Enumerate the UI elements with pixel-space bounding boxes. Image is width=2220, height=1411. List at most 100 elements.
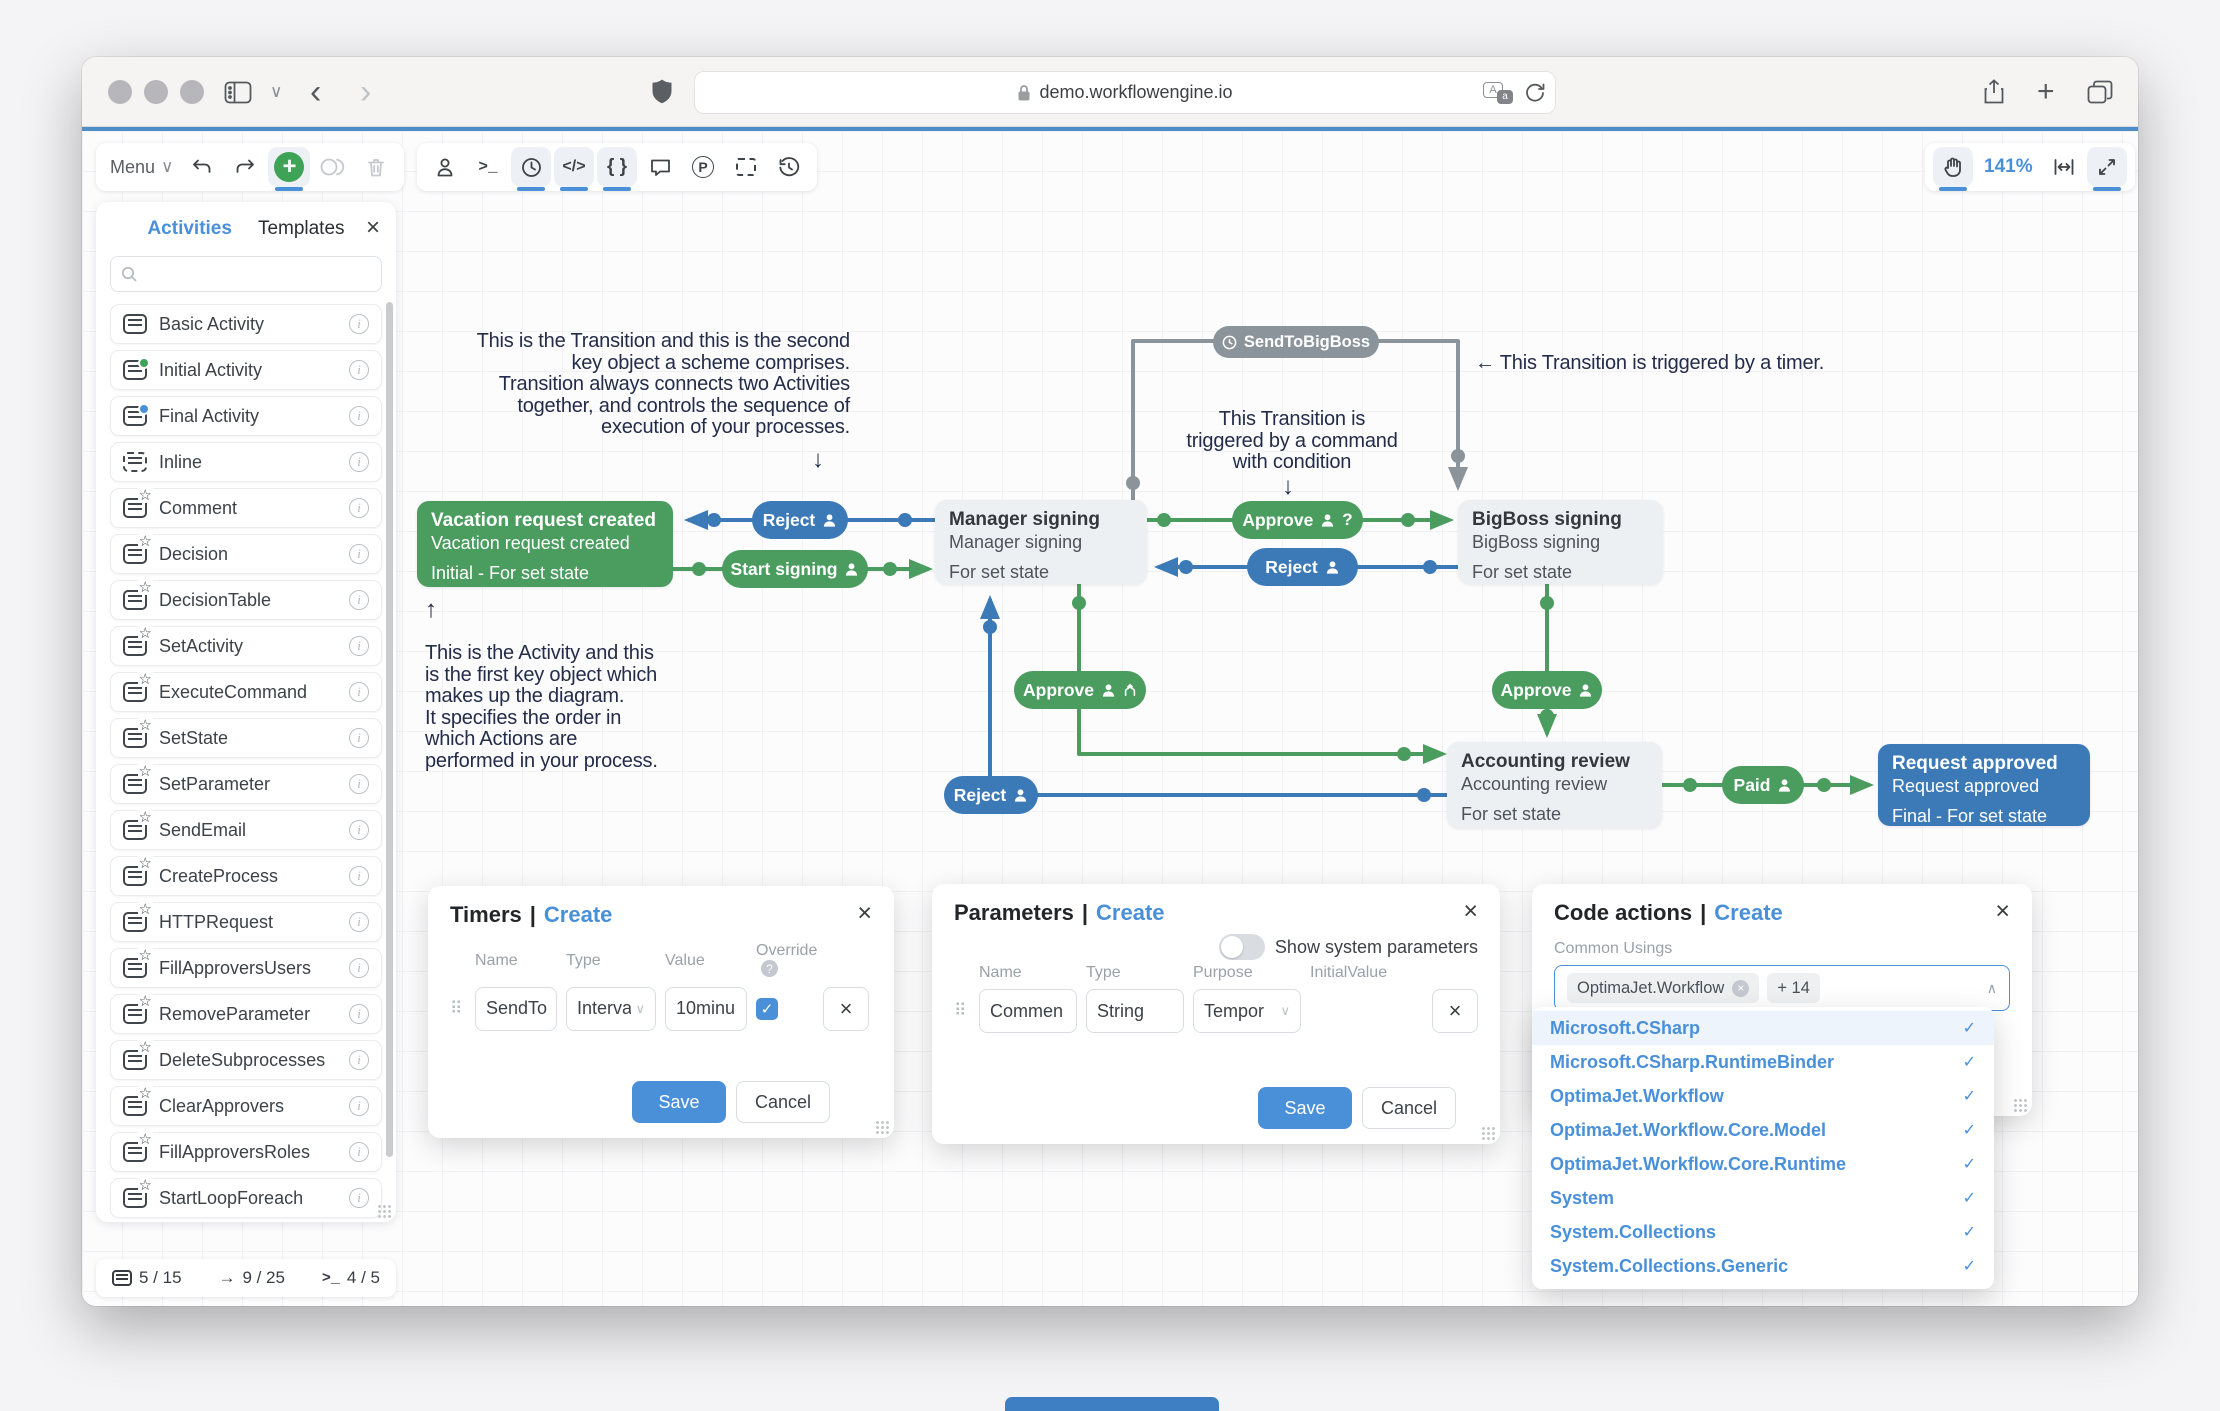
panel-resize-handle[interactable] bbox=[2013, 1098, 2027, 1112]
panel-resize-handle[interactable] bbox=[875, 1120, 889, 1134]
dropdown-option[interactable]: System.Collections✓ bbox=[1550, 1221, 1976, 1242]
info-icon[interactable] bbox=[349, 360, 369, 380]
info-icon[interactable] bbox=[349, 1096, 369, 1116]
fit-width-icon[interactable] bbox=[2044, 147, 2084, 187]
sidebar-scrollbar[interactable] bbox=[386, 302, 393, 1157]
create-link[interactable]: Create bbox=[1096, 900, 1165, 925]
show-system-parameters-toggle[interactable] bbox=[1218, 934, 1265, 960]
url-bar[interactable]: demo.workflowengine.io A a bbox=[694, 71, 1556, 114]
pan-hand-button[interactable] bbox=[1933, 147, 1973, 187]
sidebar-item-setstate[interactable]: SetState bbox=[110, 718, 382, 758]
cancel-button[interactable]: Cancel bbox=[736, 1081, 830, 1123]
dropdown-option[interactable]: System✓ bbox=[1550, 1187, 1976, 1208]
info-icon[interactable] bbox=[349, 636, 369, 656]
dropdown-option[interactable]: Microsoft.CSharp✓ bbox=[1532, 1011, 1994, 1045]
activity-node-accounting-review[interactable]: Accounting review Accounting review For … bbox=[1447, 742, 1662, 828]
transition-pill-reject-2[interactable]: Reject bbox=[1247, 548, 1358, 586]
transition-pill-approve-condition[interactable]: Approve ? bbox=[1232, 501, 1363, 539]
window-close-button[interactable] bbox=[108, 80, 132, 104]
add-activity-button[interactable]: + bbox=[268, 147, 311, 187]
code-actions-button[interactable]: </> bbox=[554, 147, 594, 187]
info-icon[interactable] bbox=[349, 406, 369, 426]
sidebar-item-setactivity[interactable]: SetActivity bbox=[110, 626, 382, 666]
transition-pill-approve-fork[interactable]: Approve bbox=[1014, 671, 1146, 709]
comments-button[interactable] bbox=[640, 147, 680, 187]
drag-handle[interactable]: ⠿ bbox=[954, 1001, 967, 1020]
translate-icon[interactable]: A a bbox=[1483, 81, 1513, 104]
parameters-button[interactable]: { } bbox=[597, 147, 637, 187]
tab-overview-icon[interactable] bbox=[2087, 72, 2113, 112]
transition-pill-reject-3[interactable]: Reject bbox=[944, 776, 1038, 814]
activity-node-manager-signing[interactable]: Manager signing Manager signing For set … bbox=[935, 500, 1147, 584]
info-icon[interactable] bbox=[349, 1004, 369, 1024]
search-input[interactable] bbox=[110, 256, 382, 292]
sidebar-chevron-icon[interactable]: ∨ bbox=[270, 82, 283, 101]
activity-node-request-approved[interactable]: Request approved Request approved Final … bbox=[1878, 744, 2090, 826]
sidebar-item-initial-activity[interactable]: Initial Activity bbox=[110, 350, 382, 390]
sidebar-item-httprequest[interactable]: HTTPRequest bbox=[110, 902, 382, 942]
sidebar-item-fillapproversusers[interactable]: FillApproversUsers bbox=[110, 948, 382, 988]
close-icon[interactable]: × bbox=[365, 214, 380, 241]
info-icon[interactable] bbox=[349, 728, 369, 748]
info-icon[interactable] bbox=[349, 682, 369, 702]
common-usings-select[interactable]: OptimaJet.Workflow × + 14 ∧ bbox=[1554, 965, 2010, 1011]
dropdown-option[interactable]: System.Collections.Generic✓ bbox=[1550, 1255, 1976, 1276]
close-icon[interactable]: × bbox=[1463, 897, 1478, 925]
transition-pill-approve-2[interactable]: Approve bbox=[1492, 671, 1602, 709]
info-icon[interactable] bbox=[349, 1142, 369, 1162]
sidebar-item-decisiontable[interactable]: DecisionTable bbox=[110, 580, 382, 620]
sidebar-resize-handle[interactable] bbox=[377, 1204, 391, 1218]
sidebar-item-clearapprovers[interactable]: ClearApprovers bbox=[110, 1086, 382, 1126]
info-icon[interactable] bbox=[349, 912, 369, 932]
search-field[interactable] bbox=[144, 265, 371, 283]
delete-row-button[interactable]: × bbox=[1432, 989, 1478, 1033]
sidebar-item-basic-activity[interactable]: Basic Activity bbox=[110, 304, 382, 344]
share-icon[interactable] bbox=[1982, 72, 2006, 112]
sidebar-item-deletesubprocesses[interactable]: DeleteSubprocesses bbox=[110, 1040, 382, 1080]
dropdown-option[interactable]: OptimaJet.Workflow.Core.Runtime✓ bbox=[1550, 1153, 1976, 1174]
sidebar-toggle-icon[interactable] bbox=[224, 72, 252, 112]
forward-button[interactable]: › bbox=[360, 73, 372, 111]
privacy-shield-icon[interactable] bbox=[650, 72, 674, 112]
dropdown-option[interactable]: OptimaJet.Workflow.Core.Model✓ bbox=[1550, 1119, 1976, 1140]
sidebar-item-comment[interactable]: Comment bbox=[110, 488, 382, 528]
timers-button[interactable] bbox=[511, 147, 551, 187]
parameter-name-input[interactable]: Commen bbox=[979, 989, 1077, 1033]
sidebar-item-setparameter[interactable]: SetParameter bbox=[110, 764, 382, 804]
activity-node-bigboss-signing[interactable]: BigBoss signing BigBoss signing For set … bbox=[1458, 500, 1663, 584]
transition-pill-start-signing[interactable]: Start signing bbox=[722, 550, 868, 588]
close-icon[interactable]: × bbox=[857, 899, 872, 927]
sidebar-item-executecommand[interactable]: ExecuteCommand bbox=[110, 672, 382, 712]
reload-icon[interactable] bbox=[1525, 82, 1545, 104]
cancel-button[interactable]: Cancel bbox=[1362, 1087, 1456, 1129]
transition-pill-send-to-bigboss[interactable]: SendToBigBoss bbox=[1213, 326, 1379, 358]
tab-activities[interactable]: Activities bbox=[147, 218, 232, 239]
timer-name-input[interactable]: SendTo bbox=[475, 986, 557, 1031]
sidebar-item-startloopforeach[interactable]: StartLoopForeach bbox=[110, 1178, 382, 1218]
info-icon[interactable] bbox=[349, 820, 369, 840]
sidebar-item-final-activity[interactable]: Final Activity bbox=[110, 396, 382, 436]
select-region-button[interactable] bbox=[726, 147, 766, 187]
create-link[interactable]: Create bbox=[543, 902, 613, 927]
transition-pill-reject[interactable]: Reject bbox=[752, 501, 848, 539]
window-minimize-button[interactable] bbox=[144, 80, 168, 104]
dropdown-option[interactable]: OptimaJet.Workflow✓ bbox=[1550, 1085, 1976, 1106]
history-button[interactable] bbox=[769, 147, 809, 187]
sidebar-item-fillapproversroles[interactable]: FillApproversRoles bbox=[110, 1132, 382, 1172]
tab-templates[interactable]: Templates bbox=[257, 218, 345, 239]
save-button[interactable]: Save bbox=[632, 1081, 726, 1123]
sidebar-item-createprocess[interactable]: CreateProcess bbox=[110, 856, 382, 896]
sidebar-item-sendemail[interactable]: SendEmail bbox=[110, 810, 382, 850]
info-icon[interactable] bbox=[349, 452, 369, 472]
panel-resize-handle[interactable] bbox=[1481, 1126, 1495, 1140]
save-button[interactable]: Save bbox=[1258, 1087, 1352, 1129]
back-button[interactable]: ‹ bbox=[310, 73, 322, 111]
drag-handle[interactable]: ⠿ bbox=[450, 998, 463, 1018]
info-icon[interactable] bbox=[349, 774, 369, 794]
timer-type-select[interactable]: Interval∨ bbox=[566, 986, 656, 1031]
info-icon[interactable] bbox=[349, 866, 369, 886]
info-icon[interactable] bbox=[349, 314, 369, 334]
override-checkbox[interactable]: ✓ bbox=[756, 997, 778, 1020]
using-chip[interactable]: OptimaJet.Workflow × bbox=[1567, 973, 1760, 1003]
sidebar-item-inline[interactable]: Inline bbox=[110, 442, 382, 482]
